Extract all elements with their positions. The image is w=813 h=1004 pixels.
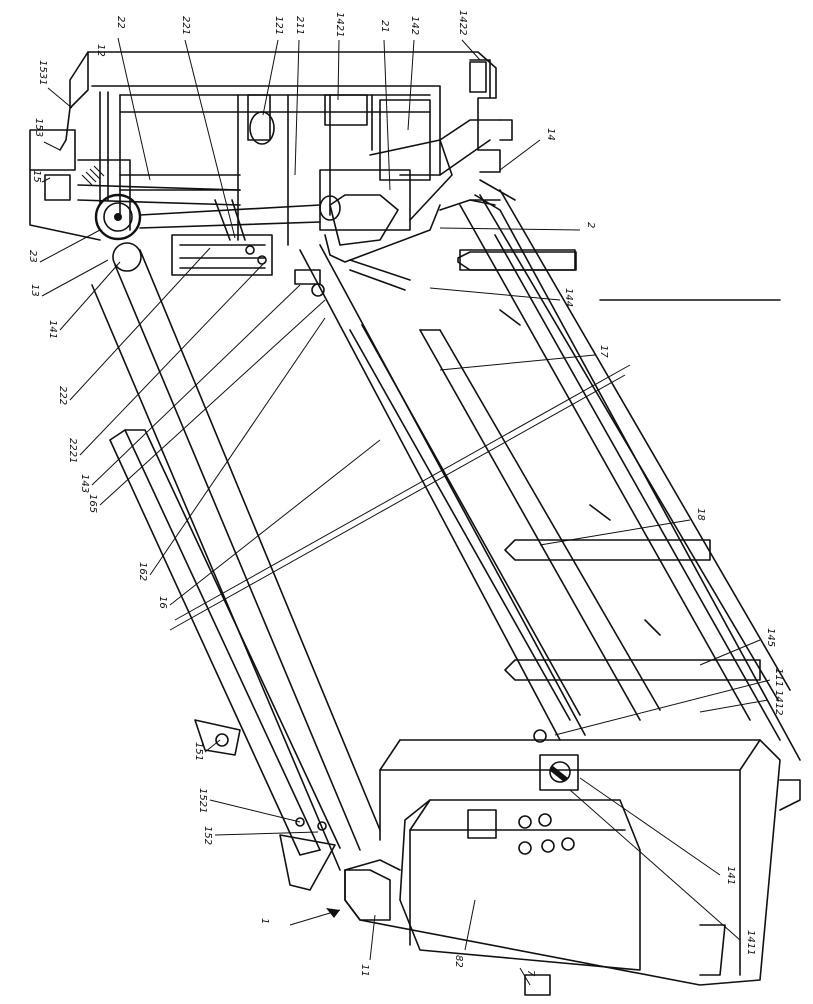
label-11: 11: [359, 964, 370, 977]
label-165: 165: [87, 494, 98, 513]
main-roller: [92, 243, 380, 870]
carriage: [172, 200, 324, 296]
label-16: 16: [157, 596, 168, 609]
label-12: 12: [95, 44, 106, 57]
label-211: 211: [294, 16, 305, 35]
label-82: 82: [453, 955, 464, 968]
label-7: 7: [525, 970, 536, 977]
label-152: 152: [202, 826, 213, 845]
label-13: 13: [29, 284, 40, 297]
label-23: 23: [27, 250, 38, 263]
label-142: 142: [409, 16, 420, 35]
control-box: [400, 800, 640, 970]
label-22: 22: [115, 16, 126, 29]
label-1421: 1421: [334, 12, 345, 37]
label-145: 145: [765, 628, 776, 647]
label-222: 222: [57, 386, 68, 405]
break-lines: [170, 365, 630, 630]
label-1412: 1412: [773, 690, 784, 715]
label-141: 141: [47, 320, 58, 339]
front-block: [345, 860, 550, 995]
base-beam: [458, 180, 800, 760]
label-1: 1: [259, 918, 270, 924]
label-14: 14: [545, 128, 556, 141]
rails: [300, 190, 790, 740]
label-221: 221: [180, 16, 191, 35]
label-1422: 1422: [457, 10, 468, 35]
label-21: 21: [379, 20, 390, 33]
label-143a: 143: [79, 474, 90, 493]
label-18: 18: [695, 508, 706, 521]
label-162: 162: [137, 562, 148, 581]
label-15: 15: [31, 170, 42, 183]
label-1531: 1531: [37, 60, 48, 85]
label-144: 144: [563, 288, 574, 307]
label-1521: 1521: [197, 788, 208, 813]
label-153: 153: [33, 118, 44, 137]
lower-housing: [345, 730, 800, 985]
label-151: 151: [193, 742, 204, 761]
label-2221: 2221: [67, 438, 78, 463]
pulley-head: [30, 130, 320, 240]
label-17: 17: [598, 345, 609, 358]
label-111: 111: [773, 668, 784, 687]
part-labels: 12 22 221 121 211 1421 21 142 1422 1531 …: [27, 10, 784, 977]
label-2: 2: [585, 222, 596, 228]
label-121: 121: [273, 16, 284, 35]
label-141b: 141: [725, 866, 736, 885]
label-1411: 1411: [745, 930, 756, 955]
